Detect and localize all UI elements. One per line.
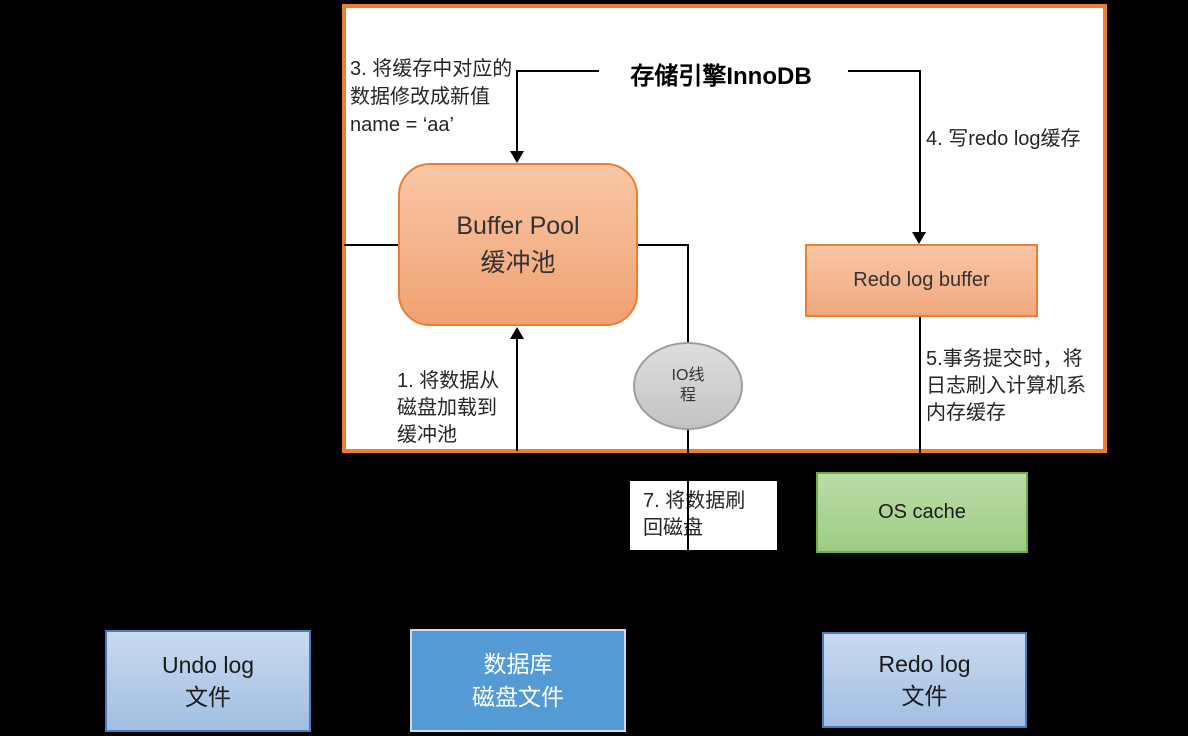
buffer-pool-node: Buffer Pool 缓冲池 — [398, 163, 638, 326]
connector-io-thread-line — [687, 245, 689, 631]
database-disk-file-line1: 数据库 — [483, 650, 553, 677]
connector-step3-to-title — [517, 70, 599, 72]
io-thread-node: IO线 程 — [633, 342, 743, 430]
database-disk-file-node: 数据库 磁盘文件 — [410, 629, 626, 732]
connector-down-to-redo-buffer — [919, 70, 921, 234]
database-disk-file-line2: 磁盘文件 — [472, 683, 564, 710]
step5-line3: 内存缓存 — [926, 402, 1006, 424]
connector-down-to-buffer-pool — [516, 70, 518, 153]
undo-log-file-node: Undo log 文件 — [105, 630, 311, 732]
redo-log-file-label-en: Redo log — [878, 651, 971, 677]
step7-line2: 回磁盘 — [643, 517, 703, 539]
buffer-pool-label-cn: 缓冲池 — [480, 248, 556, 277]
step1-line3: 缓冲池 — [397, 424, 457, 446]
step5-line2: 日志刷入计算机系 — [926, 375, 1086, 397]
io-thread-line2: 程 — [679, 387, 696, 404]
step3-line1: 3. 将缓存中对应的 — [350, 58, 513, 80]
arrowhead-into-redo-buffer — [912, 232, 926, 244]
undo-log-file-label-cn: 文件 — [185, 684, 231, 710]
arrowhead-into-buffer-pool — [510, 151, 524, 163]
step4-label: 4. 写redo log缓存 — [926, 128, 1081, 150]
step3-line3: name = ‘aa’ — [350, 114, 454, 136]
redo-log-buffer-label: Redo log buffer — [853, 269, 990, 291]
connector-title-to-redo — [848, 70, 920, 72]
step7-note: 7. 将数据刷 回磁盘 — [630, 481, 777, 550]
step3-note: 3. 将缓存中对应的 数据修改成新值 name = ‘aa’ — [350, 55, 512, 139]
step3-line2: 数据修改成新值 — [350, 86, 490, 108]
connector-buffer-pool-to-io — [637, 244, 689, 246]
step1-line2: 磁盘加载到 — [397, 397, 497, 419]
step5-note: 5.事务提交时，将 日志刷入计算机系 内存缓存 — [926, 346, 1103, 446]
undo-log-file-label-en: Undo log — [161, 652, 255, 678]
redo-log-buffer-node: Redo log buffer — [805, 244, 1038, 317]
step5-line1: 5.事务提交时，将 — [926, 348, 1083, 370]
diagram-title: 存储引擎InnoDB — [630, 63, 812, 90]
redo-log-file-label-cn: 文件 — [901, 683, 948, 709]
os-cache-label: OS cache — [878, 501, 966, 523]
step4-note: 4. 写redo log缓存 — [926, 126, 1081, 153]
connector-frame-to-buffer-pool — [344, 244, 398, 246]
io-thread-line1: IO线 — [671, 367, 705, 384]
buffer-pool-label-en: Buffer Pool — [456, 211, 580, 240]
os-cache-node: OS cache — [816, 472, 1028, 553]
step1-line1: 1. 将数据从 — [397, 370, 500, 392]
step1-note: 1. 将数据从 磁盘加载到 缓冲池 — [397, 368, 499, 449]
arrowhead-up-into-buffer-pool — [510, 327, 524, 339]
step7-line1: 7. 将数据刷 — [643, 490, 746, 512]
redo-log-file-node: Redo log 文件 — [822, 632, 1027, 728]
connector-load-from-disk — [516, 339, 518, 451]
